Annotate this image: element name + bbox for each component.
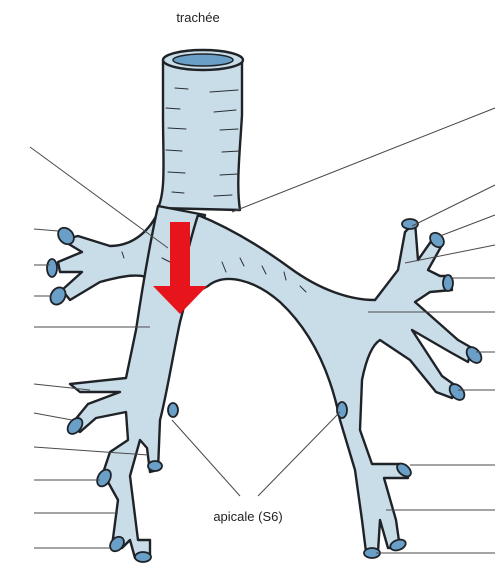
label-trachea: trachée — [176, 10, 219, 25]
left-main-bronchus — [180, 215, 484, 558]
label-apical-segment: apicale (S6) — [213, 509, 282, 524]
trachea — [158, 50, 243, 210]
